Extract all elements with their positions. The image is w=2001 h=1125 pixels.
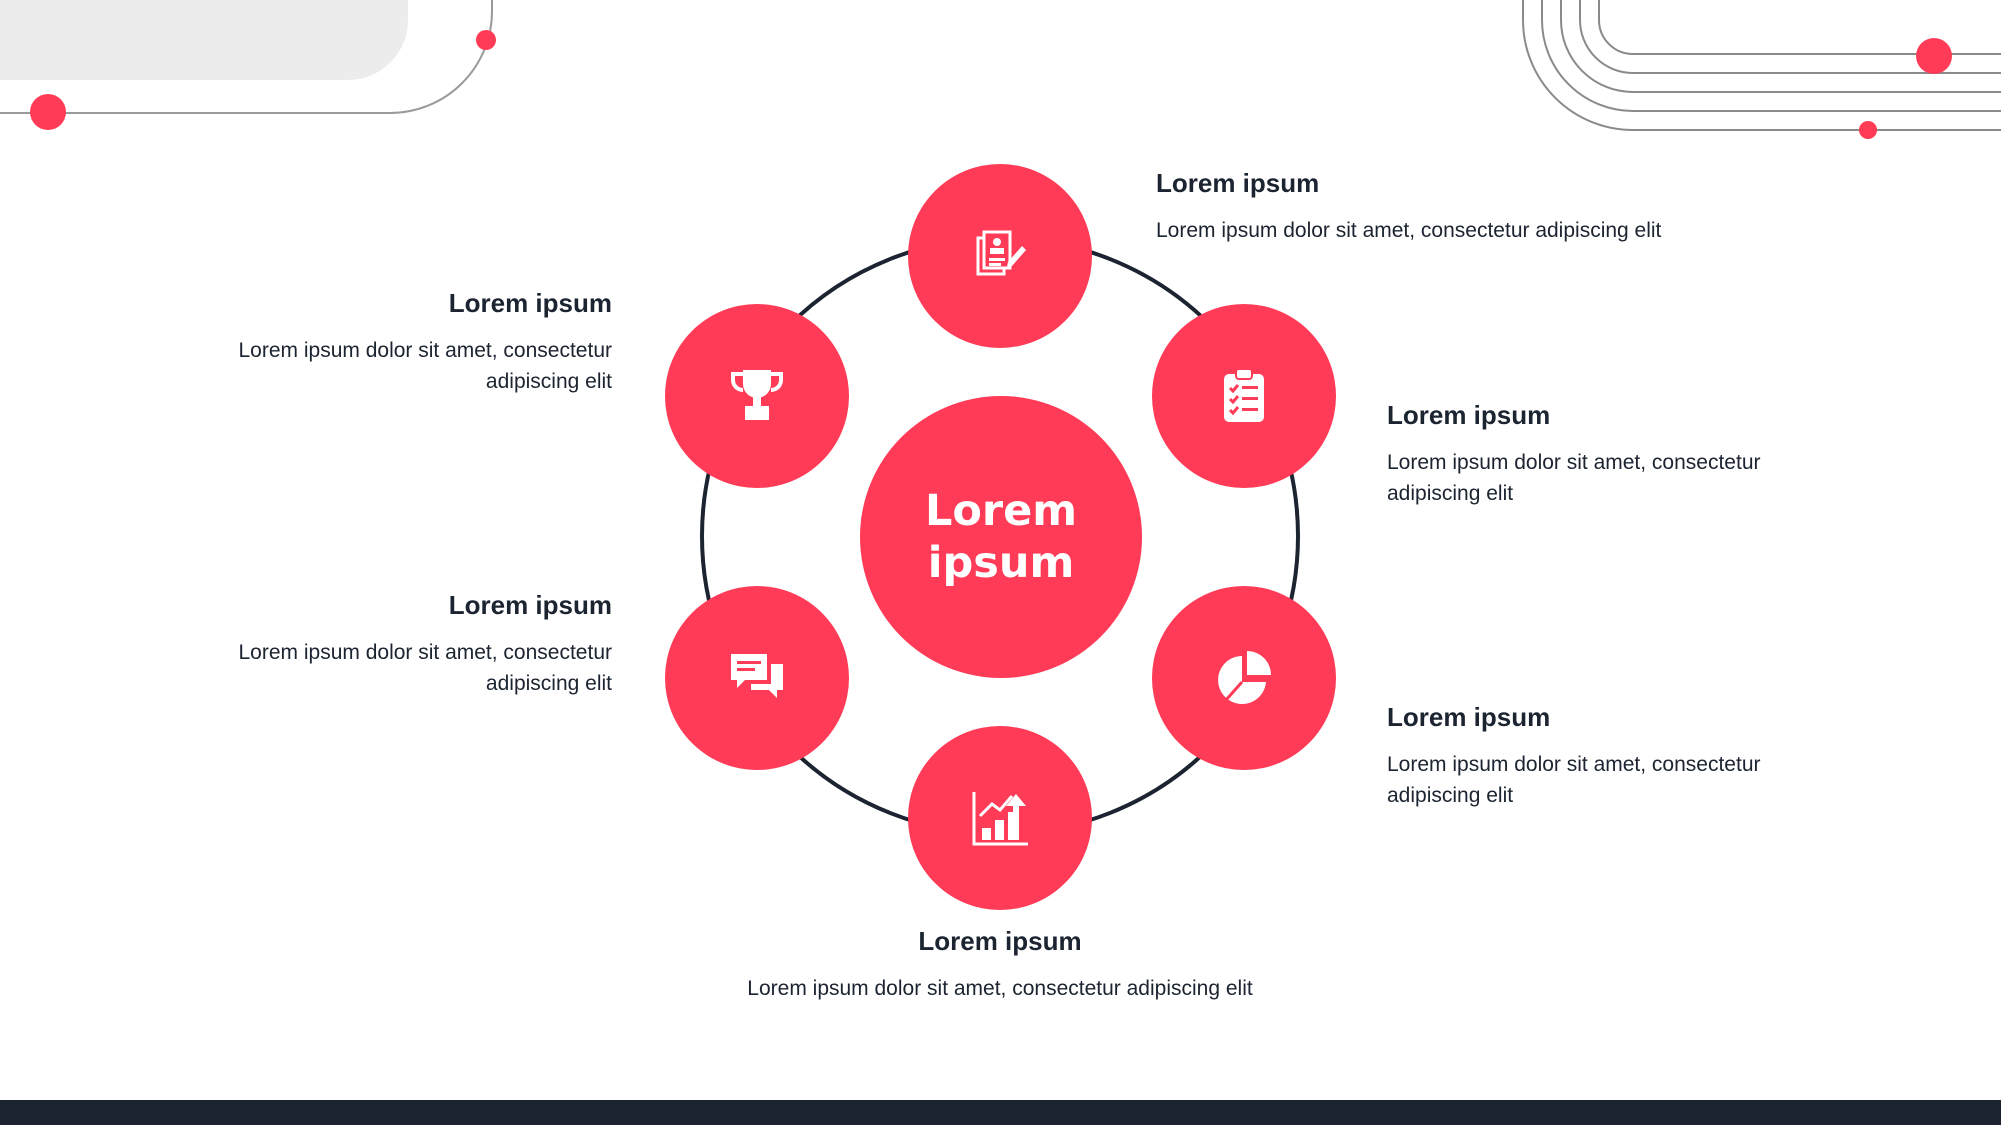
label-top: Lorem ipsum Lorem ipsum dolor sit amet, … — [1156, 168, 1776, 246]
center-circle: Lorem ipsum — [860, 396, 1142, 678]
label-upper-right-heading: Lorem ipsum — [1387, 400, 1551, 430]
label-upper-right: Lorem ipsum Lorem ipsum dolor sit amet, … — [1387, 400, 1847, 509]
label-upper-left-text: Lorem ipsum dolor sit amet, consectetur … — [238, 339, 613, 393]
label-bottom: Lorem ipsum Lorem ipsum dolor sit amet, … — [650, 926, 1350, 1004]
label-upper-left: Lorem ipsum Lorem ipsum dolor sit amet, … — [152, 288, 613, 397]
node-lower-left — [665, 586, 849, 770]
label-top-text: Lorem ipsum dolor sit amet, consectetur … — [1156, 219, 1662, 242]
label-lower-left-text: Lorem ipsum dolor sit amet, consectetur … — [238, 641, 613, 695]
label-top-heading: Lorem ipsum — [1156, 168, 1320, 198]
node-upper-left — [665, 304, 849, 488]
trophy-icon — [731, 370, 783, 420]
node-top — [908, 164, 1092, 348]
chat-bubbles-icon — [731, 654, 783, 698]
center-title: Lorem ipsum — [924, 486, 1078, 588]
label-bottom-heading: Lorem ipsum — [918, 926, 1082, 956]
label-lower-left-heading: Lorem ipsum — [448, 590, 612, 620]
node-lower-right — [1152, 586, 1336, 770]
label-lower-right-text: Lorem ipsum dolor sit amet, consectetur … — [1387, 753, 1761, 807]
clipboard-checklist-icon — [1224, 368, 1264, 422]
footer-bar — [0, 1100, 2001, 1125]
resume-edit-icon — [976, 230, 1026, 276]
node-upper-right — [1152, 304, 1336, 488]
pie-chart-icon — [1218, 651, 1271, 704]
label-upper-right-text: Lorem ipsum dolor sit amet, consectetur … — [1387, 451, 1761, 505]
label-lower-right-heading: Lorem ipsum — [1387, 702, 1551, 732]
label-upper-left-heading: Lorem ipsum — [448, 288, 612, 318]
label-lower-right: Lorem ipsum Lorem ipsum dolor sit amet, … — [1387, 702, 1847, 811]
label-bottom-text: Lorem ipsum dolor sit amet, consectetur … — [747, 977, 1253, 1000]
label-lower-left: Lorem ipsum Lorem ipsum dolor sit amet, … — [152, 590, 613, 699]
growth-chart-icon — [972, 792, 1028, 846]
node-bottom — [908, 726, 1092, 910]
